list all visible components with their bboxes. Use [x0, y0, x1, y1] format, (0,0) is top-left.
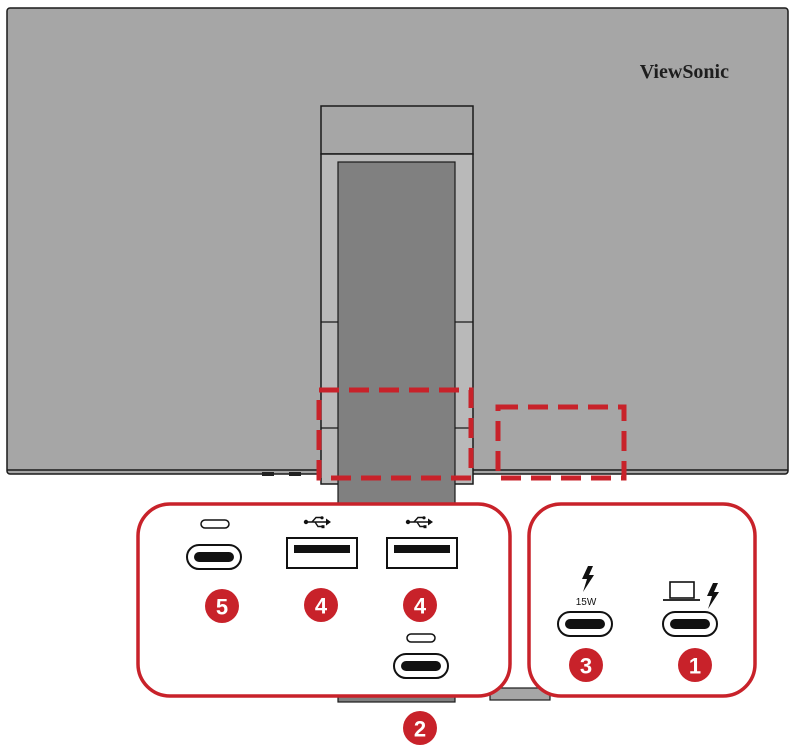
port-usb-c-5 — [186, 519, 242, 570]
callout-region-right — [495, 404, 627, 481]
svg-text:2: 2 — [414, 717, 426, 742]
svg-text:1: 1 — [689, 654, 701, 679]
port-badge-2: 2 — [403, 711, 437, 745]
svg-text:4: 4 — [315, 594, 328, 619]
monitor-bottom-button-2 — [289, 472, 301, 476]
brand-logo: ViewSonic — [640, 61, 729, 83]
lightning-icon — [582, 566, 594, 592]
svg-text:3: 3 — [580, 654, 592, 679]
port-usb-c-3: 15W — [557, 566, 613, 637]
port-badge-1: 1 — [678, 648, 712, 682]
power-label: 15W — [576, 597, 597, 608]
callout-region-left — [316, 387, 474, 481]
port-usb-c-1 — [662, 581, 719, 637]
usb-icon — [405, 516, 433, 529]
callout-panel-right — [527, 502, 757, 698]
port-usb-a-4a — [286, 516, 358, 569]
port-usb-c-2 — [393, 633, 449, 679]
port-badge-4a: 4 — [304, 588, 338, 622]
port-badge-5: 5 — [205, 589, 239, 623]
port-badge-3: 3 — [569, 648, 603, 682]
usb-icon — [303, 516, 331, 529]
monitor-bottom-button — [262, 472, 274, 476]
port-usb-a-4b — [386, 516, 458, 569]
usb-c-icon — [406, 633, 436, 643]
svg-text:4: 4 — [414, 594, 427, 619]
stand-top-block — [320, 105, 474, 155]
port-badge-4b: 4 — [403, 588, 437, 622]
usb-c-icon — [200, 519, 230, 529]
svg-text:5: 5 — [216, 595, 228, 620]
laptop-charge-icon — [663, 581, 719, 609]
